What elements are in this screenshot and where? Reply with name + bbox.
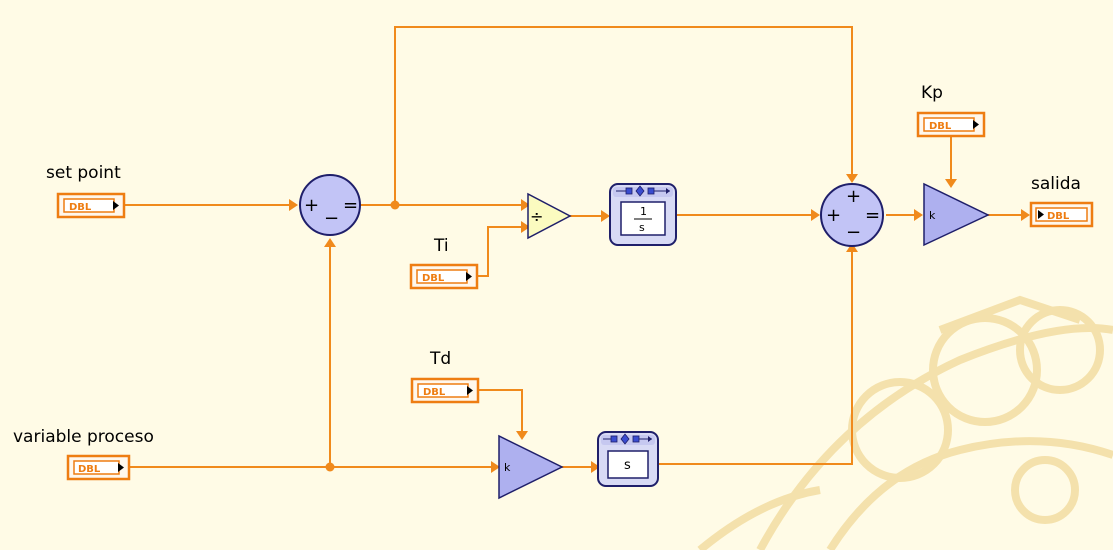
arrow-gain2-in bbox=[491, 461, 500, 473]
label-variable-proceso: variable proceso bbox=[13, 427, 154, 447]
arrow-sum2-in bbox=[811, 209, 820, 221]
derivative-block[interactable]: s bbox=[597, 431, 659, 487]
label-kp: Kp bbox=[921, 83, 943, 103]
equals-sign: = bbox=[343, 195, 358, 216]
junctions bbox=[325, 200, 400, 472]
dbl-type-label: DBL bbox=[929, 121, 952, 132]
terminal-variable-proceso[interactable]: DBL bbox=[66, 454, 131, 481]
dbl-type-label: DBL bbox=[69, 202, 92, 213]
label-td: Td bbox=[429, 349, 451, 369]
arrow-sum2-top bbox=[846, 174, 858, 183]
divide-node[interactable]: ÷ bbox=[527, 192, 572, 240]
gain-symbol: k bbox=[504, 461, 511, 474]
output-arrow-icon bbox=[973, 120, 979, 129]
terminal-kp[interactable]: DBL bbox=[916, 111, 986, 138]
arrow-sum2-bottom bbox=[846, 243, 858, 252]
plus-sign: + bbox=[846, 186, 861, 207]
plus-sign: + bbox=[304, 195, 319, 216]
sum-node-error[interactable]: + − = bbox=[299, 174, 361, 236]
terminal-ti[interactable]: DBL bbox=[409, 263, 479, 290]
gain-symbol: k bbox=[929, 209, 936, 222]
dbl-type-label: DBL bbox=[423, 387, 446, 398]
watermark-graphic bbox=[697, 295, 1113, 550]
plus-sign: + bbox=[826, 205, 841, 226]
express-vi-icon bbox=[603, 433, 652, 445]
arrow-salida-in bbox=[1021, 209, 1030, 221]
dbl-type-label: DBL bbox=[78, 464, 101, 475]
label-set-point: set point bbox=[46, 163, 121, 183]
terminal-set-point[interactable]: DBL bbox=[56, 192, 126, 219]
output-arrow-icon bbox=[118, 463, 124, 472]
arrow-deriv-in bbox=[591, 461, 600, 473]
wire-td bbox=[478, 389, 523, 432]
gain-block-td[interactable]: k bbox=[498, 434, 564, 500]
gain-block-kp[interactable]: k bbox=[923, 182, 990, 247]
input-arrow-icon bbox=[1038, 210, 1044, 219]
wire-derivative-out bbox=[658, 248, 853, 465]
arrow-int-in bbox=[601, 210, 610, 222]
output-arrow-icon bbox=[467, 386, 473, 395]
integral-numerator: 1 bbox=[640, 205, 647, 218]
wire-error-top bbox=[394, 26, 853, 205]
label-salida: salida bbox=[1031, 174, 1081, 194]
derivative-operator: s bbox=[624, 458, 631, 473]
dbl-type-label: DBL bbox=[1047, 211, 1070, 222]
arrow-gain2-top bbox=[516, 431, 528, 440]
arrow-kgain-top bbox=[945, 179, 957, 188]
sum-node-output[interactable]: + + − = bbox=[820, 183, 884, 247]
output-arrow-icon bbox=[113, 201, 119, 210]
divide-sign: ÷ bbox=[530, 207, 543, 226]
terminal-td[interactable]: DBL bbox=[410, 377, 480, 404]
junction-error bbox=[390, 200, 400, 210]
arrow-div-in1 bbox=[521, 199, 530, 211]
indicator-salida[interactable]: DBL bbox=[1029, 201, 1094, 228]
equals-sign: = bbox=[865, 205, 880, 226]
minus-sign: − bbox=[324, 208, 339, 229]
arrow-kgain-in bbox=[914, 209, 923, 221]
junction-pv bbox=[325, 462, 335, 472]
wires bbox=[124, 26, 1022, 468]
express-vi-icon bbox=[616, 185, 670, 197]
dbl-type-label: DBL bbox=[422, 273, 445, 284]
wire-ti bbox=[477, 226, 524, 277]
arrowheads bbox=[289, 174, 1030, 473]
arrow-div-in2 bbox=[521, 221, 530, 233]
label-ti: Ti bbox=[433, 236, 449, 256]
integral-denominator: s bbox=[639, 221, 645, 234]
minus-sign: − bbox=[846, 222, 861, 243]
integral-block[interactable]: 1 s bbox=[609, 183, 677, 246]
arrow-sum1-in bbox=[289, 199, 298, 211]
output-arrow-icon bbox=[466, 272, 472, 281]
arrow-sum1-bottom bbox=[324, 238, 336, 247]
